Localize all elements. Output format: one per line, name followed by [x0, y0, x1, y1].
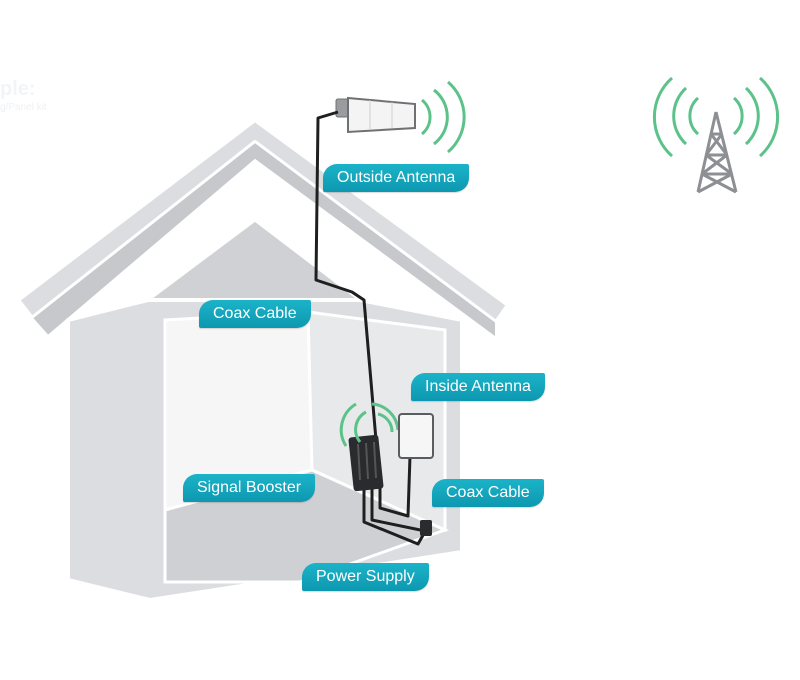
coax-cable-line: [314, 110, 431, 546]
tower-signal-waves-icon: [652, 76, 780, 158]
house-illustration: [16, 118, 510, 602]
power-supply-label: Power Supply: [302, 563, 429, 591]
inside-antenna-icon: [398, 413, 434, 459]
outside-antenna-label: Outside Antenna: [323, 164, 470, 192]
signal-booster-icon: [348, 434, 384, 492]
coax-cable-upper-label: Coax Cable: [199, 300, 311, 328]
power-supply-icon: [420, 520, 432, 536]
faded-heading-text: ple:: [0, 78, 36, 100]
coax-cable-lower-label: Coax Cable: [432, 479, 544, 507]
faded-subheading-text: g/Panel kit: [0, 102, 47, 113]
signal-booster-label: Signal Booster: [183, 474, 316, 502]
outside-antenna-icon: [335, 96, 416, 134]
booster-signal-waves-icon: [339, 402, 400, 447]
cell-tower-icon: [696, 111, 738, 194]
outside-antenna-signal-waves-icon: [420, 80, 466, 154]
inside-antenna-label: Inside Antenna: [411, 373, 545, 401]
